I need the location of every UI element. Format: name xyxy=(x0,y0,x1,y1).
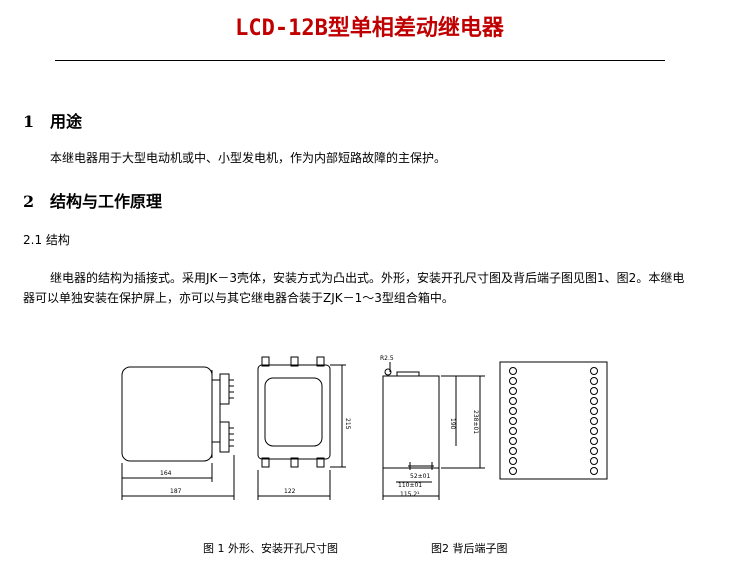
section-2-title: 结构与工作原理 xyxy=(50,192,163,211)
dim-238: 238±01 xyxy=(472,410,479,434)
section-2-number: 2 xyxy=(23,192,35,211)
cutout-drawing xyxy=(382,362,485,500)
section-1-title: 用途 xyxy=(50,112,83,131)
front-view-drawing xyxy=(257,356,346,500)
dim-164: 164 xyxy=(160,470,172,477)
subsection-2-1-label: 2.1 结构 xyxy=(23,233,70,247)
dim-110: 110±01 xyxy=(398,482,422,489)
figure-2-caption: 图2 背后端子图 xyxy=(431,542,508,555)
section-1-heading: 1 用途 xyxy=(23,108,82,132)
side-view-drawing xyxy=(121,366,235,500)
section-1-body: 本继电器用于大型电动机或中、小型发电机，作为内部短路故障的主保护。 xyxy=(50,151,447,165)
figure-1-caption: 图 1 外形、安装开孔尺寸图 xyxy=(203,542,338,555)
structure-text-line-1: 继电器的结构为插接式。采用JK－3壳体，安装方式为凸出式。外形，安装开孔尺寸图及… xyxy=(50,271,685,285)
dim-r25: R2.5 xyxy=(380,355,394,362)
section-1-number: 1 xyxy=(23,112,35,131)
title-divider xyxy=(55,60,665,61)
page-title: LCD-12B型单相差动继电器 xyxy=(235,16,504,41)
dim-115: 115.2¹ xyxy=(400,491,420,498)
dim-187: 187 xyxy=(170,488,182,495)
dim-52: 52±01 xyxy=(410,473,430,480)
dim-215: 215 xyxy=(344,418,351,430)
structure-text-line-2: 器可以单独安装在保护屏上，亦可以与其它继电器合装于ZJK－1～3型组合箱中。 xyxy=(23,291,454,305)
dim-122: 122 xyxy=(284,488,296,495)
rear-terminal-drawing xyxy=(499,361,608,480)
dim-190: 190 xyxy=(449,418,456,430)
section-2-heading: 2 结构与工作原理 xyxy=(23,188,162,212)
